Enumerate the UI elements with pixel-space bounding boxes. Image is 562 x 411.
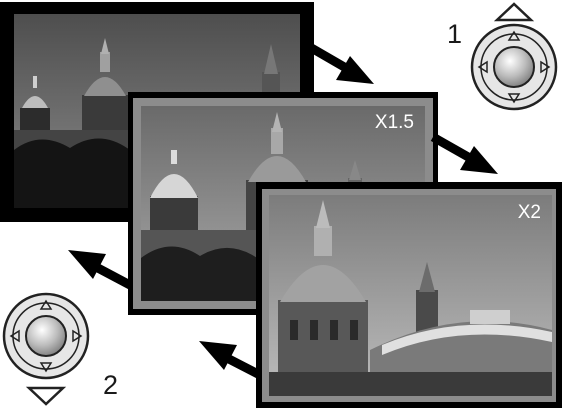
zoom-label-1-5: X1.5 <box>375 112 414 133</box>
controller-down-icon <box>39 362 53 373</box>
arrow-zoom-in-2 <box>430 133 498 174</box>
controller-left-icon <box>477 60 488 74</box>
controller-down-icon <box>507 93 521 104</box>
arrow-zoom-out-2 <box>199 341 261 378</box>
down-press-indicator-icon <box>25 386 67 406</box>
controller-up-icon <box>39 299 53 310</box>
controller-center-button <box>493 46 535 88</box>
up-press-indicator-icon <box>493 2 535 22</box>
zoom-label-2: X2 <box>518 202 541 223</box>
arrow-zoom-out-1 <box>68 250 133 289</box>
arrow-zoom-in-1 <box>305 42 374 84</box>
controller-right-icon <box>540 60 551 74</box>
step-1-label: 1 <box>447 19 462 49</box>
controller-center-button <box>25 315 67 357</box>
controller-up-icon <box>507 30 521 41</box>
photo-frame-zoom-2: X2 <box>256 182 562 408</box>
step-2-label: 2 <box>103 370 118 400</box>
controller-left-icon <box>9 329 20 343</box>
controller-step-1: 1 <box>447 2 558 111</box>
controller-step-2: 2 <box>2 292 118 406</box>
controller-right-icon <box>72 329 83 343</box>
photo-cathedral-zoom-2 <box>269 195 552 396</box>
